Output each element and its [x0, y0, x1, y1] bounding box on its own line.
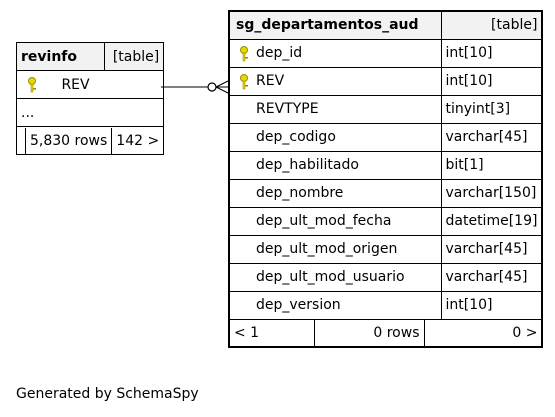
- table-title[interactable]: sg_departamentos_aud: [228, 10, 442, 40]
- table-kind-label: [table]: [440, 10, 543, 40]
- column-row: dep_codigo varchar[45]: [228, 122, 543, 152]
- footer-credit: Generated by SchemaSpy: [16, 386, 199, 402]
- column-name-cell: dep_ult_mod_usuario: [228, 262, 442, 292]
- table-title[interactable]: revinfo: [16, 42, 105, 71]
- column-name-cell: REVTYPE: [228, 94, 442, 124]
- column-name-cell: dep_id: [228, 38, 442, 68]
- column-name: dep_ult_mod_usuario: [256, 269, 405, 285]
- column-row: dep_ult_mod_usuario varchar[45]: [228, 262, 543, 292]
- column-row: REVTYPE tinyint[3]: [228, 94, 543, 124]
- column-type: datetime[19]: [440, 206, 543, 236]
- column-name-cell: dep_habilitado: [228, 150, 442, 180]
- key-icon: [240, 73, 248, 89]
- column-name-cell: dep_ult_mod_origen: [228, 234, 442, 264]
- column-row: REV int[10]: [228, 66, 543, 96]
- column-name: dep_version: [256, 297, 341, 313]
- crowfoot-lower: [215, 86, 229, 94]
- key-icon: [28, 76, 36, 92]
- revinfo-table[interactable]: revinfo [table] REV ... 5,830 rows 142 >: [15, 42, 165, 155]
- children-count[interactable]: 0 >: [512, 324, 538, 341]
- column-name: dep_id: [256, 45, 303, 61]
- row-count: 0 rows: [314, 319, 425, 346]
- column-name: dep_codigo: [256, 129, 336, 145]
- column-name: dep_ult_mod_origen: [256, 241, 398, 257]
- stats-row: 5,830 rows 142 >: [15, 126, 165, 155]
- crowfoot-upper: [215, 80, 229, 88]
- column-name-cell: dep_version: [228, 290, 442, 320]
- column-name: dep_ult_mod_fecha: [256, 213, 392, 229]
- parents-count[interactable]: < 1: [230, 319, 315, 346]
- table-kind-label: [table]: [103, 42, 165, 71]
- column-type: varchar[45]: [440, 122, 543, 152]
- column-type: bit[1]: [440, 150, 543, 180]
- column-row: dep_nombre varchar[150]: [228, 178, 543, 208]
- stats-row: < 1 0 rows 0 >: [228, 318, 543, 348]
- key-icon: [240, 45, 248, 61]
- column-type: int[10]: [440, 66, 543, 96]
- column-type: varchar[45]: [440, 262, 543, 292]
- column-type: varchar[150]: [440, 178, 543, 208]
- column-row: dep_ult_mod_fecha datetime[19]: [228, 206, 543, 236]
- ellipsis-row: ...: [15, 98, 165, 127]
- parents-cell: [17, 127, 26, 154]
- column-name-cell: dep_ult_mod_fecha: [228, 206, 442, 236]
- column-name: REVTYPE: [256, 101, 319, 117]
- column-name-cell: dep_nombre: [228, 178, 442, 208]
- column-name: REV: [256, 73, 285, 89]
- row-count: 5,830 rows: [25, 127, 113, 154]
- column-name: REV: [61, 76, 90, 93]
- optional-marker: [207, 82, 217, 92]
- column-name-cell: dep_codigo: [228, 122, 442, 152]
- column-type: tinyint[3]: [440, 94, 543, 124]
- column-row: dep_habilitado bit[1]: [228, 150, 543, 180]
- children-count[interactable]: 142 >: [116, 132, 160, 149]
- column-name: dep_nombre: [256, 185, 344, 201]
- column-name: dep_habilitado: [256, 157, 359, 173]
